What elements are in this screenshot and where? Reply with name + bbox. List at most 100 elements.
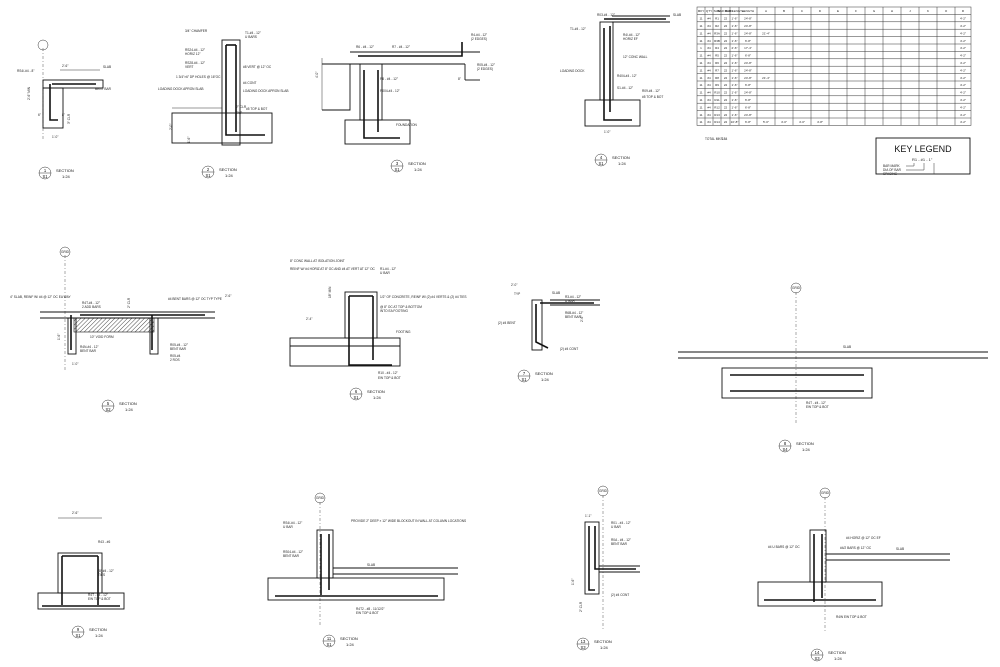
note: BENT BAR <box>170 347 187 351</box>
note: U BARS <box>245 35 257 39</box>
note: R10 - #4 - 12" <box>378 371 398 375</box>
note: #4 BENT BARS @ 12" OC TYP TYPE <box>168 297 222 301</box>
schedule-cell: 1'-6" <box>732 17 738 21</box>
schedule-cell: 6'-8" <box>745 39 751 43</box>
note: R05-#4 - 12" <box>477 63 495 67</box>
schedule-cell: #4 <box>707 76 711 80</box>
schedule-header-cell: D <box>819 9 822 13</box>
schedule-cell: #4 <box>707 31 711 35</box>
section-number: 11 <box>327 636 332 641</box>
section-sheet: S1 <box>521 377 527 382</box>
schedule-cell: 4'-2" <box>960 54 966 58</box>
note: U BAR <box>565 299 575 303</box>
schedule-total-value: 184 <box>722 137 728 141</box>
schedule-cell: 21'-4" <box>762 31 770 35</box>
schedule-cell: 22 <box>724 17 728 21</box>
schedule-cell: 1'-6" <box>732 113 738 117</box>
schedule-cell: 6'-8" <box>745 105 751 109</box>
dim-label: TYP <box>514 292 520 296</box>
note: 8" CONC WALL AT ISOLATION JOINT <box>290 259 345 263</box>
section-number: 8 <box>784 441 787 446</box>
schedule-cell: 11 <box>699 39 702 43</box>
schedule-cell: 24'-8" <box>744 113 752 117</box>
schedule-cell: 22 <box>724 24 728 28</box>
schedule-cell: 11 <box>699 120 702 124</box>
dim-label: 1'-6" <box>571 579 575 585</box>
schedule-cell: R3A <box>714 31 720 35</box>
note: RS24-#4 - 12" <box>185 48 205 52</box>
note: T1-#4 - 12" <box>570 27 586 31</box>
note: (2 EDGES) <box>477 67 493 71</box>
section-title: SECTION <box>594 639 612 644</box>
schedule-cell: 22 <box>724 113 728 117</box>
section-number: 6 <box>355 389 358 394</box>
schedule-cell: 4'-2" <box>960 31 966 35</box>
slab-label: SLAB <box>896 547 904 551</box>
schedule-cell: R13 <box>714 113 720 117</box>
dim-label: 8" <box>458 77 461 81</box>
schedule-cell: 11 <box>699 24 702 28</box>
note: #4 HORIZ @ 12" OC EF <box>846 536 881 540</box>
note: SLAB <box>552 291 560 295</box>
schedule-cell: 11 <box>699 68 702 72</box>
schedule-cell: R10 <box>714 91 720 95</box>
section-number: 13 <box>581 639 586 644</box>
dim-label: 2'-6" <box>72 511 78 515</box>
dim-label: 18" MIN <box>328 286 332 298</box>
schedule-cell: R9 <box>715 83 719 87</box>
section-3-detail: R6 - #4 - 12" R7 - #4 - 12" R4-#4 - 12" … <box>315 33 495 173</box>
schedule-cell: 4'-2" <box>960 83 966 87</box>
schedule-header-cell: R <box>962 9 965 13</box>
schedule-cell: 4'-2" <box>960 120 966 124</box>
note: R01 - #4 - 12" <box>611 521 631 525</box>
schedule-cell: 1'-6" <box>732 91 738 95</box>
schedule-cell: 4'-2" <box>960 105 966 109</box>
schedule-cell: 4'-2" <box>960 91 966 95</box>
schedule-cell: R3B <box>714 39 720 43</box>
section-number: 4 <box>600 155 603 160</box>
note: EW TOP & BOT <box>378 376 401 380</box>
note: FOUNDATION <box>396 123 418 127</box>
note: REINF W/ #4 HORIZ AT 8" OC AND #4 AT VER… <box>290 267 376 271</box>
note: 2" CLR <box>236 105 247 109</box>
section-6-detail: 8" CONC WALL AT ISOLATION JOINT REINF W/… <box>289 259 467 401</box>
dim-label: 3" CLR <box>67 113 71 124</box>
note: HORIZ EF <box>623 37 638 41</box>
schedule-cell: 17'-4" <box>744 46 752 50</box>
note: R0A - #4 - 12" <box>611 538 631 542</box>
section-5-detail: GRID 4" SLAB, REINF W/ #4 @ 12" OC EA WA… <box>10 246 231 413</box>
dim-label: 2" CLR <box>579 601 583 612</box>
dim-label: 2'-6" <box>225 294 231 298</box>
note: SLAB <box>673 13 681 17</box>
note: RS04-#4 - 12" <box>283 550 303 554</box>
section-sheet: S1 <box>42 174 48 179</box>
section-scale: 1:24 <box>346 642 355 647</box>
section-title: SECTION <box>56 168 74 173</box>
section-scale: 1:24 <box>225 173 234 178</box>
schedule-cell: 1'-6" <box>732 61 738 65</box>
section-sheet: S1 <box>598 161 604 166</box>
dim-label: 2'-6" <box>62 64 68 68</box>
section-number: 1 <box>44 168 47 173</box>
note: EW TOP & BOT <box>88 597 111 601</box>
schedule-cell: #4 <box>707 120 711 124</box>
note: BENT BAR <box>283 554 300 558</box>
note: #4/2 BARS @ 12" OC <box>840 546 872 550</box>
rebar-callout: BENT BAR <box>95 87 112 91</box>
section-title: SECTION <box>408 161 426 166</box>
grid-label: GRID <box>792 286 801 290</box>
note: INTO EA FOOTING <box>380 309 408 313</box>
schedule-cell: 4'-2" <box>960 68 966 72</box>
slab-label: SLAB <box>367 563 375 567</box>
schedule-cell: 4'-8" <box>817 120 823 124</box>
note: R3-#4 - 12" <box>565 295 581 299</box>
key-legend: KEY LEGEND R1 - #1 - 1" BAR MARK DIA OF … <box>875 137 971 176</box>
section-14-detail: GRID #4 HORIZ @ 12" OC EF #4/2 BARS @ 12… <box>757 487 950 662</box>
note: (2 EDGES) <box>471 37 487 41</box>
dim-label: 8" <box>62 113 65 117</box>
schedule-cell: #4 <box>707 68 711 72</box>
schedule-cell: 11 <box>699 98 702 102</box>
schedule-cell: #4 <box>707 91 711 95</box>
note: #8 VERT @ 12" OC <box>243 65 272 69</box>
